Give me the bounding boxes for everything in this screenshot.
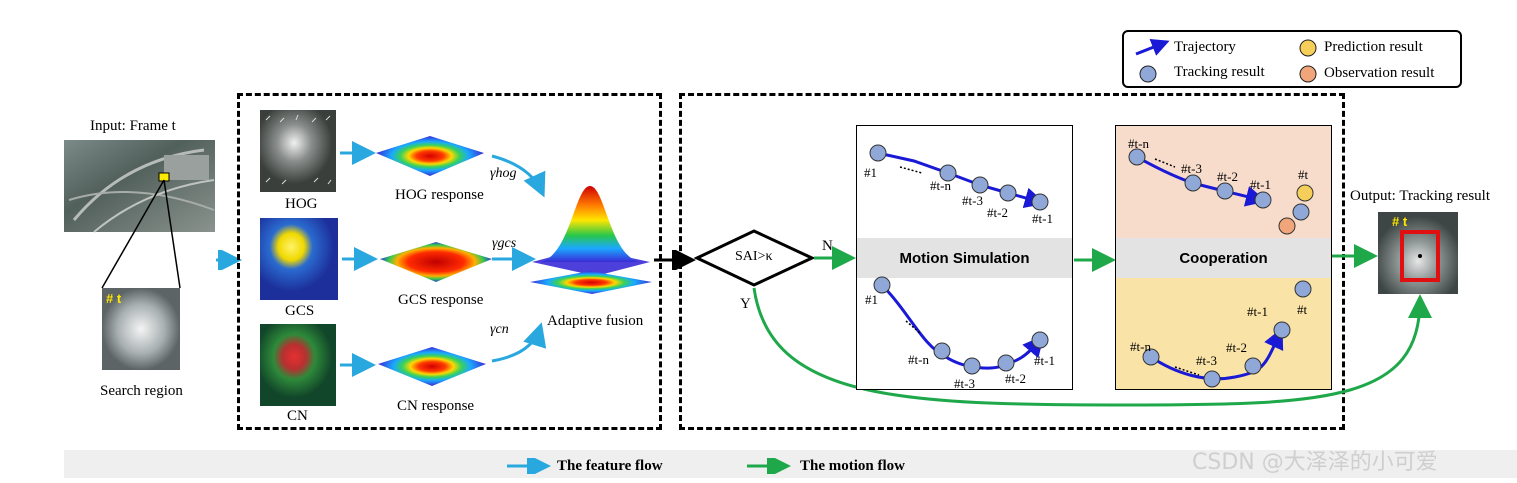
gcs-response-label: GCS response: [398, 292, 484, 308]
gamma-cn-label: γcn: [490, 322, 509, 337]
watermark: CSDN @大泽泽的小可爱: [1192, 450, 1438, 475]
cooperation-diagram: [1128, 148, 1314, 388]
search-region-tag: # t: [106, 291, 122, 306]
coop-bottom-label-4: #t-1: [1247, 304, 1268, 319]
hog-image: [260, 110, 336, 192]
coop-top-label-5: #t: [1298, 167, 1309, 182]
ms-bottom-label-5: #t-1: [1034, 353, 1055, 368]
cn-image: [260, 324, 336, 406]
gcs-response-surface: [380, 242, 492, 282]
decision-yes-label: Y: [740, 296, 751, 312]
feature-diagram: [260, 110, 652, 406]
fusion-base-surface: [530, 271, 652, 294]
coop-top-label-4: #t-1: [1250, 177, 1271, 192]
trajectory-legend-icon: [1135, 39, 1170, 56]
legend-trajectory-label: Trajectory: [1174, 39, 1236, 55]
gamma-hog-label: γhog: [490, 166, 517, 181]
cooperation-panel: Cooperation: [1115, 125, 1332, 390]
ms-bottom-label-1: #1: [865, 292, 878, 307]
ms-top-label-2: #t-n: [930, 178, 951, 193]
ms-top-label-1: #1: [864, 165, 877, 180]
hog-response-label: HOG response: [395, 187, 484, 203]
input-frame-image: [64, 140, 215, 370]
hog-label: HOG: [285, 196, 318, 212]
motion-flow-legend-icon: [747, 458, 791, 474]
ms-top-label-4: #t-2: [987, 205, 1008, 220]
output-title: Output: Tracking result: [1350, 188, 1491, 204]
hog-response-surface: [376, 136, 484, 176]
output-tag: # t: [1392, 214, 1408, 229]
observation-node-legend-icon: [1299, 65, 1317, 83]
feature-flow-legend-icon: [507, 458, 551, 474]
input-title: Input: Frame t: [90, 118, 176, 134]
coop-bottom-label-2: #t-3: [1196, 353, 1217, 368]
gcs-image: [260, 218, 338, 300]
search-region-label: Search region: [100, 383, 183, 399]
coop-top-label-3: #t-2: [1217, 169, 1238, 184]
decision-diamond: [694, 229, 816, 287]
cn-label: CN: [287, 408, 308, 424]
cooperation-title: Cooperation: [1116, 238, 1331, 278]
fusion-to-decision-arrow: [654, 250, 696, 270]
motion-simulation-diagram: [869, 144, 1049, 375]
tracking-node-legend-icon: [1139, 65, 1157, 83]
coop-top-label-2: #t-3: [1181, 161, 1202, 176]
coop-bottom-label-3: #t-2: [1226, 340, 1247, 355]
decision-text: SAI>κ: [735, 249, 773, 264]
output-image: [1378, 212, 1458, 294]
ms-bottom-label-2: #t-n: [908, 352, 929, 367]
ms-bottom-label-4: #t-2: [1005, 371, 1026, 386]
cn-response-label: CN response: [397, 398, 475, 414]
legend-observation-label: Observation result: [1324, 65, 1435, 81]
gamma-gcs-label: γgcs: [492, 236, 517, 251]
legend: Trajectory Tracking result Prediction re…: [1122, 30, 1462, 88]
fusion-peak: [540, 186, 640, 262]
ms-top-label-3: #t-3: [962, 193, 983, 208]
gcs-label: GCS: [285, 303, 315, 319]
decision-no-label: N: [822, 238, 833, 254]
motion-flow-legend-label: The motion flow: [800, 458, 905, 474]
coop-top-label-1: #t-n: [1128, 136, 1149, 151]
motion-simulation-title: Motion Simulation: [857, 238, 1072, 278]
ms-bottom-label-3: #t-3: [954, 376, 975, 391]
cn-response-surface: [378, 347, 486, 386]
legend-tracking-label: Tracking result: [1174, 64, 1265, 80]
legend-prediction-label: Prediction result: [1324, 39, 1423, 55]
coop-bottom-label-1: #t-n: [1130, 339, 1151, 354]
prediction-node-legend-icon: [1299, 39, 1317, 57]
feature-flow-legend-label: The feature flow: [557, 458, 663, 474]
ms-top-label-5: #t-1: [1032, 211, 1053, 226]
adaptive-fusion-label: Adaptive fusion: [547, 313, 644, 329]
coop-bottom-label-5: #t: [1297, 302, 1308, 317]
feature-flow-arrow-in: [216, 250, 242, 270]
